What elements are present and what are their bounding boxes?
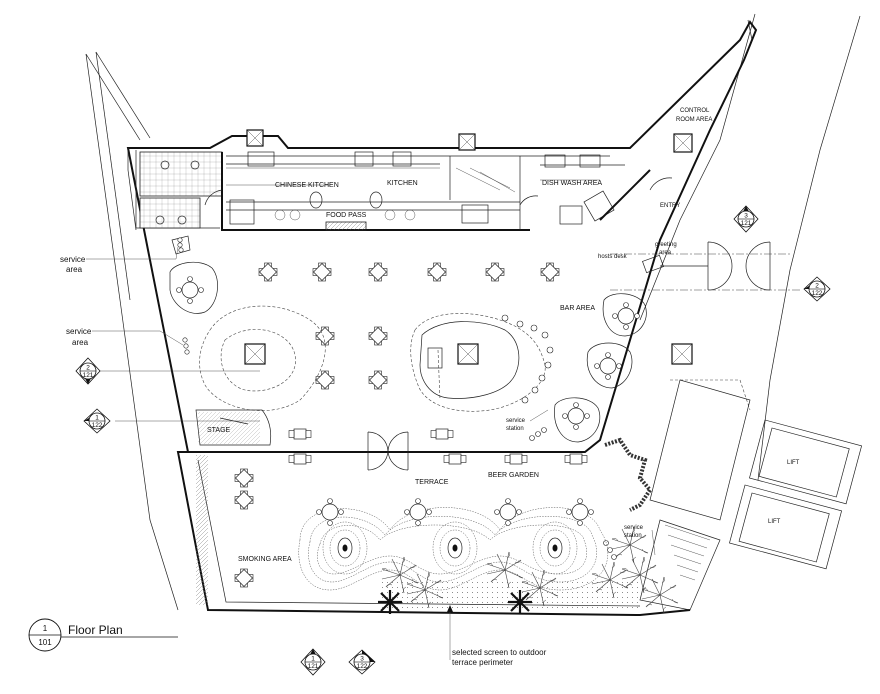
svg-text:2: 2 [86, 365, 90, 372]
section-lines [100, 253, 800, 422]
screen-note-line-2: terrace perimeter [452, 658, 513, 667]
planting [376, 526, 679, 616]
label-greeting-2: area [659, 250, 672, 256]
stage [195, 409, 272, 446]
hosts-desk [642, 254, 708, 274]
service-area-label-2a: service [66, 327, 92, 336]
svg-text:1: 1 [95, 415, 99, 422]
svg-text:121: 121 [308, 663, 319, 670]
label-entry: ENTRY [660, 203, 680, 209]
section-marker-3-121: 3 121 [733, 205, 759, 233]
svg-text:122: 122 [812, 290, 823, 297]
label-beer-garden: BEER GARDEN [488, 472, 539, 479]
svg-text:2: 2 [815, 283, 819, 290]
label-dish-wash: DISH WASH AREA [542, 180, 602, 187]
section-marker-2-121: 2 121 [75, 357, 101, 385]
drawing-title: 1 101 Floor Plan [28, 618, 178, 652]
svg-text:121: 121 [741, 220, 752, 227]
label-smoking-area: SMOKING AREA [238, 556, 292, 563]
screen-wall [604, 437, 653, 512]
annotations: service area service area service statio… [60, 246, 656, 667]
svg-text:122: 122 [357, 663, 368, 670]
kitchen-block [139, 151, 673, 231]
label-lift-1: LIFT [787, 460, 800, 466]
label-control-room-1: CONTROL [680, 108, 710, 114]
svg-text:1: 1 [311, 656, 315, 663]
label-stage: STAGE [207, 427, 231, 434]
svg-text:3: 3 [360, 656, 364, 663]
title-number: 1 [43, 624, 48, 633]
label-chinese-kitchen: CHINESE KITCHEN [275, 182, 339, 189]
label-food-pass: FOOD PASS [326, 212, 367, 219]
svg-text:122: 122 [92, 422, 103, 429]
title-sheet: 101 [38, 638, 52, 647]
label-kitchen: KITCHEN [387, 180, 418, 187]
service-station-label-2a: service [624, 525, 644, 531]
label-lift-2: LIFT [768, 519, 781, 525]
lift-lobby [639, 379, 863, 611]
svg-text:3: 3 [744, 213, 748, 220]
structural-columns [244, 129, 693, 365]
section-marker-2-122: 2 122 [803, 276, 831, 302]
round-table-clusters [169, 261, 647, 443]
terrace-seating-rings [298, 498, 609, 591]
label-bar-area: BAR AREA [560, 305, 595, 312]
service-stations [171, 235, 617, 560]
service-area-label-2b: area [72, 338, 89, 347]
section-marker-3-122: 3 122 [348, 649, 376, 675]
label-terrace: TERRACE [415, 479, 449, 486]
title-label: Floor Plan [68, 623, 123, 637]
label-hosts-desk: hosts desk [598, 254, 628, 260]
svg-text:121: 121 [83, 372, 94, 379]
label-greeting-1: greeting [655, 242, 677, 248]
room-labels: CHINESE KITCHEN KITCHEN DISH WASH AREA F… [207, 108, 800, 563]
section-marker-1-122: 1 122 [83, 408, 111, 434]
service-area-label-1a: service [60, 255, 86, 264]
service-station-label-1b: station [506, 426, 524, 432]
label-control-room-2: ROOM AREA [676, 117, 712, 123]
screen-note-line-1: selected screen to outdoor [452, 648, 547, 657]
service-station-label-2b: station [624, 533, 642, 539]
section-marker-1-121: 1 121 [300, 648, 326, 676]
service-area-label-1b: area [66, 265, 83, 274]
service-station-label-1a: service [506, 418, 526, 424]
site-boundary [85, 13, 861, 611]
dining-tables [234, 262, 588, 588]
building-outline [126, 20, 758, 617]
